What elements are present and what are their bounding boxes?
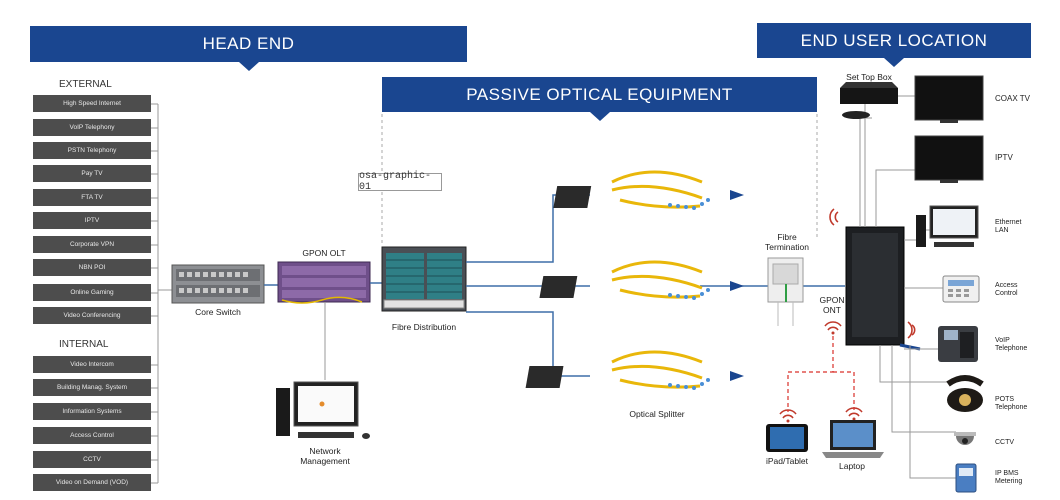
service-box-internal: Access Control	[33, 427, 151, 444]
service-box-external: Online Gaming	[33, 284, 151, 301]
network-management-label: Network Management	[300, 446, 350, 466]
passive-optical-equipment-banner: PASSIVE OPTICAL EQUIPMENT	[382, 77, 817, 121]
tablet-icon	[766, 424, 808, 452]
access-control-label: Access Control	[995, 282, 1018, 298]
iptv-label: IPTV	[995, 153, 1013, 162]
service-box-external: Corporate VPN	[33, 236, 151, 253]
fibre-distribution-label: Fibre Distribution	[391, 322, 457, 332]
service-box-internal: Building Manag. System	[33, 379, 151, 396]
service-box-external: VoIP Telephony	[33, 119, 151, 136]
desktop-computer-icon	[916, 205, 979, 247]
set-top-box-label: Set Top Box	[846, 72, 892, 82]
cctv-label: CCTV	[995, 439, 1015, 446]
optical-splitter-label: Optical Splitter	[629, 409, 685, 419]
fibre-termination-icon	[767, 257, 804, 326]
service-box-external: Pay TV	[33, 165, 151, 182]
optical-splitter-icon	[525, 350, 710, 390]
pots-telephone-label: POTS Telephone	[995, 396, 1028, 412]
fibre-termination-label: Fibre Termination	[765, 232, 809, 252]
pots-telephone-icon	[946, 375, 984, 412]
service-box-internal: Video on Demand (VOD)	[33, 474, 151, 491]
gpon-ont-label: GPON ONT	[819, 295, 845, 315]
external-title: EXTERNAL	[59, 79, 112, 90]
laptop-label: Laptop	[839, 461, 865, 471]
service-box-internal: Information Systems	[33, 403, 151, 420]
gpon-olt-icon	[277, 261, 371, 304]
service-bracket	[151, 103, 172, 484]
service-box-internal: CCTV	[33, 451, 151, 468]
wireless-links	[787, 336, 855, 412]
service-box-external: High Speed Internet	[33, 95, 151, 112]
access-control-panel-icon	[942, 275, 980, 303]
management-computer-icon	[276, 381, 370, 439]
optical-splitter-icon	[539, 260, 710, 300]
head-end-banner: HEAD END	[30, 26, 467, 71]
service-box-external: FTA TV	[33, 189, 151, 206]
service-box-external: PSTN Telephony	[33, 142, 151, 159]
set-top-box-icon	[840, 82, 915, 119]
service-box-external: IPTV	[33, 212, 151, 229]
ipad-tablet-label: iPad/Tablet	[765, 456, 809, 466]
voip-phone-icon	[938, 326, 978, 362]
coax-tv-label: COAX TV	[995, 94, 1030, 103]
cctv-camera-icon	[954, 432, 976, 445]
voip-telephone-label: VoIP Telephone	[995, 337, 1028, 353]
optical-splitter-icon	[553, 170, 710, 210]
ethernet-lan-label: Ethernet LAN	[995, 219, 1022, 235]
coax-tv-icon	[914, 75, 984, 123]
iptv-icon	[914, 135, 984, 183]
service-box-internal: Video Intercom	[33, 356, 151, 373]
core-switch-icon	[171, 264, 265, 304]
laptop-icon	[822, 420, 884, 458]
end-user-location-banner: END USER LOCATION	[757, 23, 1031, 67]
graphic-id-tag: osa-graphic-01	[358, 171, 442, 193]
gpon-olt-label: GPON OLT	[302, 248, 346, 258]
service-box-external: Video Conferencing	[33, 307, 151, 324]
core-switch-label: Core Switch	[195, 307, 241, 317]
wifi-icon	[779, 208, 916, 419]
service-box-external: NBN POI	[33, 259, 151, 276]
gpon-ont-icon	[845, 226, 921, 351]
ip-bms-meter-icon	[955, 463, 977, 493]
ip-bms-metering-label: IP BMS Metering	[995, 470, 1023, 486]
internal-title: INTERNAL	[59, 339, 109, 350]
fibre-distribution-icon	[381, 246, 467, 312]
